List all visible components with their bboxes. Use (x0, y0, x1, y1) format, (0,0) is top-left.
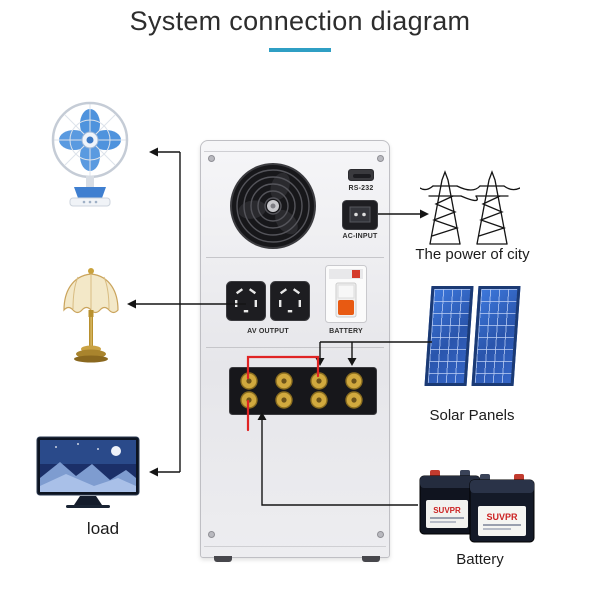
rs232-label: RS-232 (348, 185, 374, 192)
city-power-label: The power of city (415, 246, 530, 263)
inverter-foot (362, 556, 380, 562)
panel-divider (206, 257, 384, 258)
av-output-socket-2 (270, 281, 310, 326)
screw-icon (377, 531, 384, 538)
battery-left: SUVPR (419, 470, 481, 535)
tv-illustration (36, 436, 140, 514)
battery-brand-text: SUVPR (433, 506, 461, 515)
inverter-bottom-seam (204, 546, 386, 547)
solar-panel (471, 286, 521, 386)
title-underline (269, 48, 331, 52)
cooling-fan-grille (230, 163, 316, 249)
load-label: load (86, 519, 120, 538)
screw-icon (208, 531, 215, 538)
inverter-foot (214, 556, 232, 562)
battery-illustration: SUVPR SUVPR (418, 460, 538, 553)
breaker-label: BATTERY (329, 328, 363, 335)
arrow-to-tv (149, 467, 158, 477)
power-towers-illustration (419, 166, 521, 253)
lamp-illustration (56, 264, 126, 369)
gold-terminals (240, 372, 363, 409)
ac-input-label: AC-INPUT (342, 233, 378, 240)
battery-brand-text: SUVPR (486, 512, 518, 522)
rs232-port (348, 169, 374, 181)
lamp-graphic (63, 268, 119, 363)
tv-graphic (36, 436, 140, 508)
av-output-socket-1 (226, 281, 266, 326)
solar-panels-illustration (424, 284, 521, 388)
power-towers-graphic (419, 170, 521, 245)
fan-illustration (50, 100, 130, 220)
battery-right: SUVPR (469, 474, 535, 543)
fan-graphic (51, 101, 129, 207)
battery-breaker (325, 265, 367, 323)
solar-panel (424, 286, 474, 386)
av-output-label: AV OUTPUT (247, 328, 289, 335)
arrow-to-lamp (127, 299, 136, 309)
arrow-to-fan (149, 147, 158, 157)
inverter-top-seam (204, 151, 386, 152)
solar-panels-label: Solar Panels (429, 407, 515, 424)
screw-icon (377, 155, 384, 162)
screw-icon (208, 155, 215, 162)
panel-divider (206, 347, 384, 348)
battery-label: Battery (456, 551, 504, 568)
ac-input-socket (342, 200, 378, 230)
rs232-pins (353, 174, 371, 178)
terminal-block (229, 367, 377, 415)
battery-graphic: SUVPR SUVPR (419, 470, 535, 543)
inverter-unit: RS-232 AC-INPUT (200, 140, 390, 558)
page-title: System connection diagram (129, 6, 471, 36)
